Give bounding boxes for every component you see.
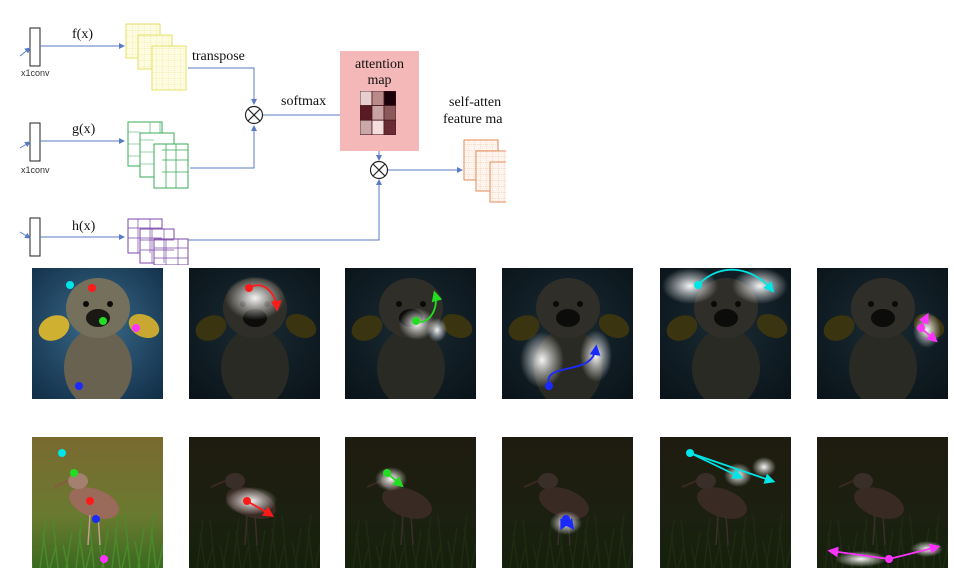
attention-arrow <box>697 268 775 293</box>
feature-stack-g <box>127 121 189 189</box>
query-point <box>70 469 78 477</box>
attention-cell <box>360 119 373 135</box>
query-point <box>66 281 74 289</box>
architecture-diagram <box>19 23 566 265</box>
query-point <box>245 284 253 292</box>
tile-bird-query-red <box>189 437 320 568</box>
attention-arrow <box>888 543 941 560</box>
query-point <box>243 497 251 505</box>
query-point <box>132 324 140 332</box>
multiply-node-1 <box>244 105 264 125</box>
query-point <box>412 317 420 325</box>
query-point <box>545 382 553 390</box>
attention-cell <box>360 105 373 121</box>
tile-dog-query-blue <box>502 268 633 399</box>
tile-dog-query-red <box>189 268 320 399</box>
tile-bird-query-green <box>345 437 476 568</box>
multiply-node-2 <box>369 160 389 180</box>
query-point <box>562 515 570 523</box>
query-point <box>88 284 96 292</box>
query-point <box>383 469 391 477</box>
query-point <box>75 382 83 390</box>
query-point <box>92 515 100 523</box>
attention-cell <box>383 105 396 121</box>
tile-dog-query-cyan <box>660 268 791 399</box>
tile-bird-original <box>32 437 163 568</box>
attention-cell <box>371 105 385 121</box>
attention-arrow <box>689 452 744 479</box>
query-point <box>58 449 66 457</box>
attention-cell <box>371 119 385 135</box>
attention-arrow <box>827 546 890 560</box>
attention-arrow <box>547 344 601 387</box>
conv-label-g: x1conv <box>21 165 50 175</box>
output-label-clip: self-atten feature ma <box>430 92 506 212</box>
attention-map-title: attention map <box>355 57 404 88</box>
output-label-line1: self-atten <box>449 95 502 110</box>
tile-bird-query-blue <box>502 437 633 568</box>
query-point <box>686 449 694 457</box>
input-block-g <box>29 122 41 162</box>
label-transpose: transpose <box>192 49 245 64</box>
input-block-f <box>29 27 41 67</box>
attention-cell <box>383 119 396 135</box>
feature-stack-h <box>127 218 189 265</box>
attention-map-grid <box>360 91 396 135</box>
conv-label-f: x1conv <box>21 68 50 78</box>
query-point <box>100 555 108 563</box>
attention-cell <box>383 91 396 107</box>
query-point <box>917 324 925 332</box>
tile-bird-query-magenta <box>817 437 948 568</box>
tile-dog-original <box>32 268 163 399</box>
label-h: h(x) <box>72 219 96 234</box>
query-point <box>86 497 94 505</box>
tile-bird-query-cyan <box>660 437 791 568</box>
attention-cell <box>360 91 373 107</box>
attention-cell <box>371 91 385 107</box>
output-label-line2: feature ma <box>443 112 503 127</box>
label-g: g(x) <box>72 122 96 137</box>
feature-stack-f <box>125 23 187 91</box>
query-point <box>694 281 702 289</box>
attention-arrow <box>689 452 776 484</box>
tile-dog-query-magenta <box>817 268 948 399</box>
query-point <box>99 317 107 325</box>
query-point <box>885 555 893 563</box>
input-block-h <box>29 217 41 257</box>
label-softmax: softmax <box>281 94 327 109</box>
label-f: f(x) <box>72 27 93 42</box>
tile-dog-query-green <box>345 268 476 399</box>
